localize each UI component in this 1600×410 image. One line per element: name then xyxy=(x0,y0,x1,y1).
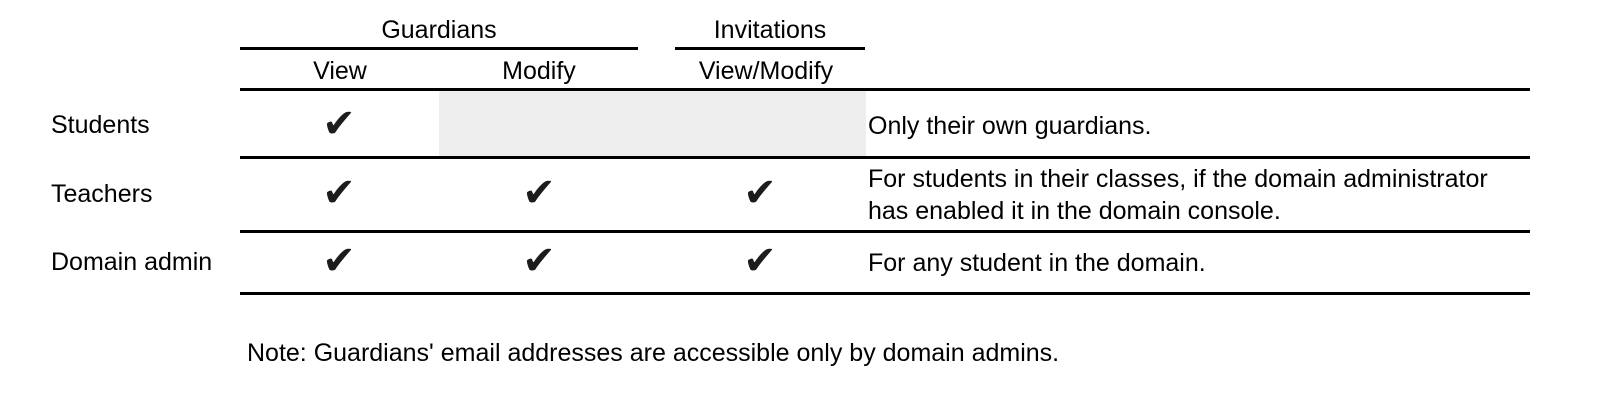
table-row-label-students: Students xyxy=(51,111,150,139)
column-group-rule-guardians xyxy=(240,47,638,50)
table-row-label-teachers: Teachers xyxy=(51,180,153,208)
table-row-rule-1 xyxy=(240,156,1530,159)
table-row-rule-2 xyxy=(240,230,1530,233)
table-bottom-rule xyxy=(240,292,1530,295)
table-row-label-domain-admin: Domain admin xyxy=(51,248,213,276)
table-cell-description-students: Only their own guardians. xyxy=(868,112,1152,140)
check-icon-students-view: ✔ xyxy=(322,101,356,147)
column-header-modify: Modify xyxy=(502,57,576,85)
table-cell-description-teachers: For students in their classes, if the do… xyxy=(868,165,1488,225)
table-cell-students-modify-disabled xyxy=(439,91,866,156)
column-header-view-modify: View/Modify xyxy=(698,57,834,85)
column-group-header-guardians: Guardians xyxy=(381,16,497,44)
check-icon-teachers-view: ✔ xyxy=(322,170,356,216)
check-icon-teachers-view-modify: ✔ xyxy=(743,170,777,216)
check-icon-domain-admin-view-modify: ✔ xyxy=(743,238,777,284)
figure-note: Note: Guardians' email addresses are acc… xyxy=(247,339,1060,367)
check-icon-teachers-modify: ✔ xyxy=(522,170,556,216)
column-header-view: View xyxy=(313,57,367,85)
column-group-header-invitations: Invitations xyxy=(713,16,827,44)
table-cell-description-domain-admin: For any student in the domain. xyxy=(868,249,1206,277)
check-icon-domain-admin-view: ✔ xyxy=(322,238,356,284)
check-icon-domain-admin-modify: ✔ xyxy=(522,238,556,284)
table-header-rule xyxy=(240,88,1530,91)
column-group-rule-invitations xyxy=(675,47,865,50)
